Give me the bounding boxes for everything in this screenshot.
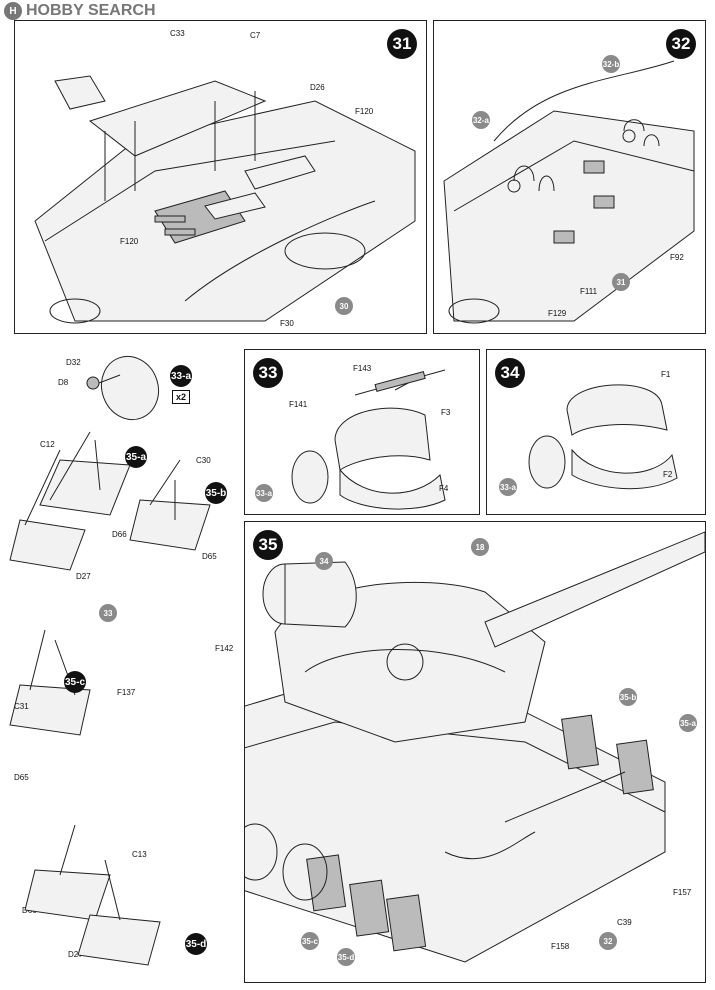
step-34-drawing bbox=[528, 384, 678, 490]
part-label: D66 bbox=[112, 530, 127, 539]
site-header: H HOBBY SEARCH bbox=[4, 2, 156, 20]
part-label: D65 bbox=[202, 552, 217, 561]
part-label: D32 bbox=[66, 358, 81, 367]
part-label: F158 bbox=[551, 942, 570, 951]
sub-assembly-badge: 35-d bbox=[185, 933, 207, 955]
sub-assembly-badge: 35-c bbox=[64, 671, 86, 693]
step-32-panel: 32 32-b 32-a 31 F129 F111 F92 bbox=[433, 20, 706, 334]
part-label: F129 bbox=[548, 309, 567, 318]
step-33-drawing bbox=[291, 369, 446, 510]
part-label: F142 bbox=[215, 644, 234, 653]
reference-step-badge: 34 bbox=[315, 552, 333, 570]
reference-step-badge: 31 bbox=[612, 273, 630, 291]
part-label: C13 bbox=[132, 850, 147, 859]
reference-step-badge: 33-a bbox=[255, 484, 273, 502]
reference-step-badge: 32-a bbox=[472, 111, 490, 129]
reference-step-badge: 30 bbox=[335, 297, 353, 315]
quantity-marker: x2 bbox=[172, 390, 191, 404]
part-label: C31 bbox=[14, 702, 29, 711]
step-number-badge: 33 bbox=[253, 358, 283, 388]
part-label: F157 bbox=[673, 888, 692, 897]
sub-35d-drawing bbox=[24, 824, 161, 966]
step-31-drawing bbox=[34, 75, 416, 324]
step-35-drawing bbox=[245, 531, 705, 963]
part-label: F3 bbox=[441, 408, 451, 417]
reference-step-badge: 35-c bbox=[301, 932, 319, 950]
sub-assembly-badge: 35-a bbox=[125, 446, 147, 468]
reference-step-badge: 35-a bbox=[679, 714, 697, 732]
part-label: F4 bbox=[439, 484, 449, 493]
part-label: D8 bbox=[58, 378, 69, 387]
sub-assembly-badge: 35-b bbox=[205, 482, 227, 504]
part-label: F143 bbox=[353, 364, 372, 373]
reference-step-badge: 32 bbox=[599, 932, 617, 950]
reference-step-badge: 35-b bbox=[619, 688, 637, 706]
part-label: D27 bbox=[68, 950, 83, 959]
reference-step-badge: 32-b bbox=[602, 55, 620, 73]
part-label: D27 bbox=[76, 572, 91, 581]
step-34-panel: 34 F1 F2 33-a bbox=[486, 349, 706, 515]
brand-logo-icon: H bbox=[4, 2, 22, 20]
reference-step-badge: 35-d bbox=[337, 948, 355, 966]
sub-assemblies-drawing bbox=[9, 355, 211, 736]
part-label: C12 bbox=[40, 440, 55, 449]
step-number-badge: 35 bbox=[253, 530, 283, 560]
sub-assembly-badge: 33-a bbox=[170, 365, 192, 387]
step-33-panel: 33 F143 F141 F3 F4 33-a bbox=[244, 349, 480, 515]
part-label: D26 bbox=[310, 83, 325, 92]
reference-step-badge: 33 bbox=[99, 604, 117, 622]
part-label: C33 bbox=[170, 29, 185, 38]
part-label: C7 bbox=[250, 31, 261, 40]
part-label: F92 bbox=[670, 253, 684, 262]
part-label: D65 bbox=[14, 773, 29, 782]
part-label: F141 bbox=[289, 400, 308, 409]
part-label: F111 bbox=[580, 287, 598, 296]
part-label: F30 bbox=[280, 319, 294, 328]
step-number-badge: 34 bbox=[495, 358, 525, 388]
part-label: F120 bbox=[120, 237, 139, 246]
part-label: F120 bbox=[355, 107, 374, 116]
step-35-panel: 35 34 18 33 35-b 35-a 35-c 35-d 32 F142 … bbox=[99, 521, 706, 983]
part-label: C30 bbox=[196, 456, 211, 465]
step-32-drawing bbox=[443, 60, 695, 324]
step-31-panel: 31 C33 C7 D26 F120 F120 F30 30 bbox=[14, 20, 427, 334]
brand-name: HOBBY SEARCH bbox=[26, 2, 156, 19]
step-number-badge: 31 bbox=[387, 29, 417, 59]
part-label: F1 bbox=[661, 370, 671, 379]
step-number-badge: 32 bbox=[666, 29, 696, 59]
part-label: F137 bbox=[117, 688, 136, 697]
part-label: C39 bbox=[617, 918, 632, 927]
reference-step-badge: 18 bbox=[471, 538, 489, 556]
part-label: F2 bbox=[663, 470, 673, 479]
reference-step-badge: 33-a bbox=[499, 478, 517, 496]
